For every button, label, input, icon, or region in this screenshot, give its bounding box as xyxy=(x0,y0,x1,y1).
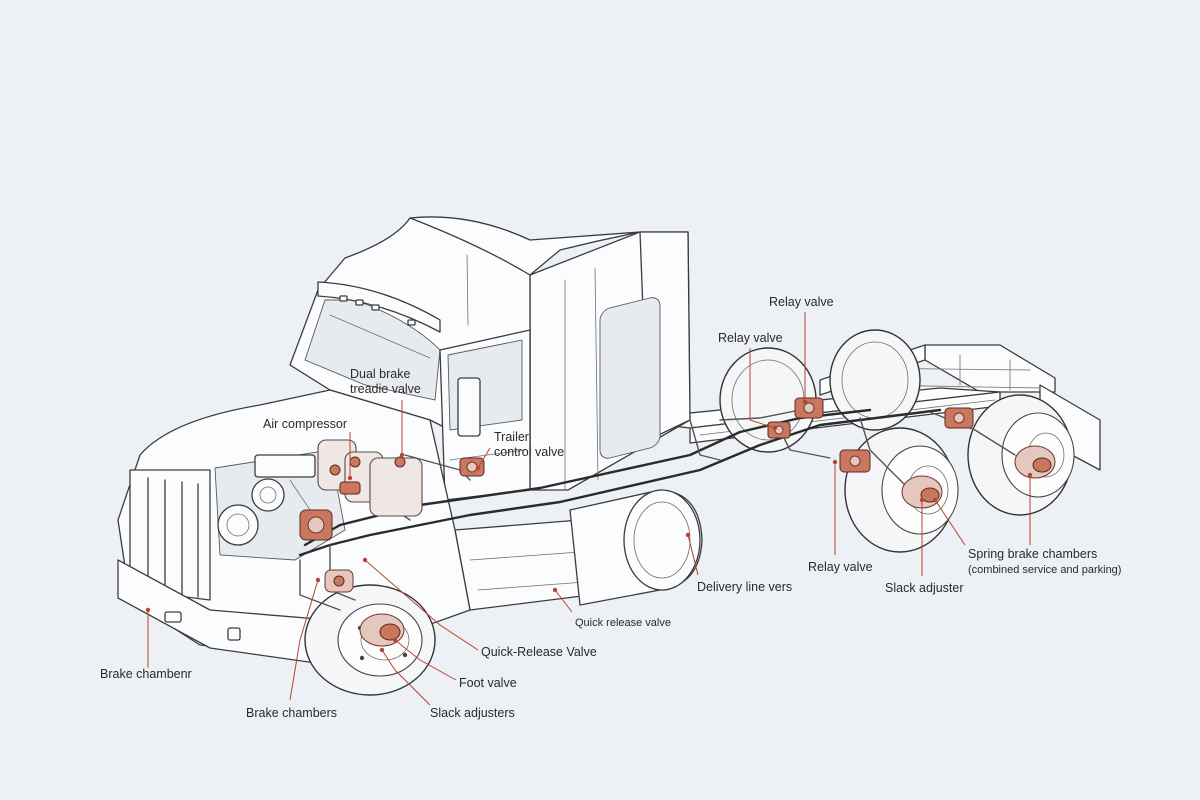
label-relay-valve-lower: Relay valve xyxy=(808,560,873,574)
relay-valve-lower xyxy=(839,449,871,473)
truck-cab xyxy=(289,216,703,611)
label-dual-brake-treadle-valve-2: treadie valve xyxy=(350,382,421,396)
label-relay-valve-top: Relay valve xyxy=(769,295,834,309)
label-brake-chamber: Brake chambenr xyxy=(100,667,192,681)
label-brake-chambers: Brake chambers xyxy=(246,706,337,720)
air-compressor xyxy=(317,439,423,517)
label-relay-valve-mid: Relay valve xyxy=(718,331,783,345)
label-delivery-line: Delivery line vers xyxy=(697,580,792,594)
trailer-control-valve xyxy=(459,457,485,477)
label-air-compressor: Air compressor xyxy=(263,417,347,431)
relay-valve-middle xyxy=(767,421,791,439)
label-foot-valve: Foot valve xyxy=(459,676,517,690)
label-dual-brake-treadle-valve-1: Dual brake xyxy=(350,367,410,381)
leader-lines xyxy=(145,312,1033,706)
label-slack-adjuster: Slack adjuster xyxy=(885,581,964,595)
label-spring-brake-chambers-2: (combined service and parking) xyxy=(968,564,1121,576)
rear-wheels-back xyxy=(719,329,921,453)
label-trailer-control-valve-2: control valve xyxy=(494,445,564,459)
label-quick-release-valve-lower: Quick release valve xyxy=(575,617,671,629)
label-trailer-control-valve-1: Trailer xyxy=(494,430,529,444)
front-quick-release-valve xyxy=(324,569,354,593)
label-slack-adjusters: Slack adjusters xyxy=(430,706,515,720)
relay-valve-rear xyxy=(944,407,974,429)
label-spring-brake-chambers-1: Spring brake chambers xyxy=(968,547,1097,561)
relay-valve-upper xyxy=(794,397,824,419)
compressor-unit xyxy=(299,509,333,541)
rear-brake-chamber-2 xyxy=(1014,445,1056,479)
front-brake-chamber xyxy=(359,613,405,647)
labels: Dual brake treadie valve Air compressor … xyxy=(100,295,1121,720)
label-quick-release-valve-front: Quick-Release Valve xyxy=(481,645,597,659)
